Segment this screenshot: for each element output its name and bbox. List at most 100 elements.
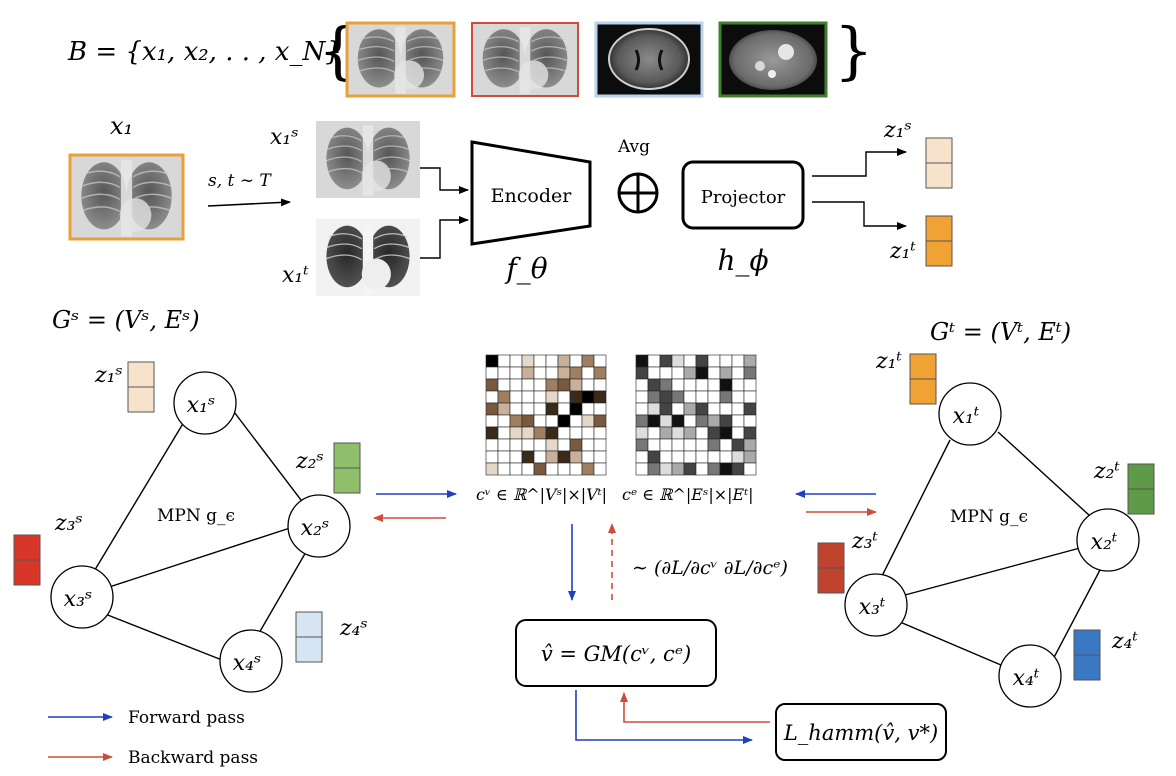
- matrix-cell: [743, 450, 757, 464]
- matrix-cell: [533, 390, 547, 404]
- matrix-cell: [569, 438, 583, 452]
- matrix-cell: [593, 426, 607, 440]
- input-xray-x1: [68, 153, 185, 241]
- matrix-cell: [683, 390, 697, 404]
- gm-to-loss-forward-arrow: [575, 690, 753, 744]
- matrix-cell: [695, 450, 709, 464]
- matrix-cell: [683, 414, 697, 428]
- matrix-cell: [671, 366, 685, 380]
- matrix-cell: [533, 354, 547, 368]
- matrix-cell: [545, 402, 559, 416]
- projector-block: [681, 160, 805, 230]
- matrix-cell: [695, 426, 709, 440]
- matrix-cell: [557, 366, 571, 380]
- view-t-image: [315, 218, 421, 297]
- thumb-border: [471, 22, 579, 97]
- matrix-cell: [683, 438, 697, 452]
- matrix-cell: [581, 390, 595, 404]
- matrix-cell: [497, 366, 511, 380]
- matrix-cell: [557, 450, 571, 464]
- graph-s-embed-4: [295, 611, 323, 663]
- matrix-cell: [683, 354, 697, 368]
- matrix-cell: [719, 414, 733, 428]
- matrix-cell: [545, 354, 559, 368]
- projector-to-zt-arrow: [812, 201, 907, 230]
- zt-label: z₁ᵗ: [889, 239, 916, 264]
- matrix-cell: [635, 426, 649, 440]
- matrix-cell: [545, 390, 559, 404]
- svg-text:x₃ᵗ: x₃ᵗ: [859, 595, 886, 620]
- matrix-cell: [671, 378, 685, 392]
- graph-s-embed-label-4: z₄ˢ: [339, 616, 368, 641]
- matrix-cell: [671, 354, 685, 368]
- matrix-cell: [533, 462, 547, 476]
- loss-to-gm-backward-arrow: [620, 692, 770, 723]
- matrix-cell: [683, 426, 697, 440]
- graph-matching-label: v̂ = GM(cᵛ, cᵉ): [541, 642, 691, 666]
- matrix-cell: [647, 402, 661, 416]
- matrix-cell: [707, 354, 721, 368]
- graph-t-embed-label-1: z₁ᵗ: [875, 349, 902, 374]
- matrix-cell: [743, 426, 757, 440]
- matrix-cell: [533, 450, 547, 464]
- legend-backward-label: Backward pass: [128, 748, 258, 768]
- graph-s-embed-label-3: z₃ˢ: [54, 511, 83, 536]
- matrix-cell: [719, 354, 733, 368]
- matrix-cell: [695, 414, 709, 428]
- thumb-border: [594, 21, 704, 98]
- legend-forward-label: Forward pass: [128, 708, 245, 728]
- matrix-cell: [581, 426, 595, 440]
- matrix-cell: [719, 402, 733, 416]
- avg-label: Avg: [617, 137, 650, 157]
- encoder-block: [470, 140, 592, 246]
- loss-block: [775, 703, 947, 761]
- matrix-cell: [545, 414, 559, 428]
- matrix-cell: [659, 390, 673, 404]
- matrix-cell: [731, 462, 745, 476]
- matrix-cell: [557, 426, 571, 440]
- graph-s-embed-label-1: z₁ˢ: [94, 363, 123, 388]
- matrix-cell: [485, 414, 499, 428]
- matrix-cell: [719, 462, 733, 476]
- matrix-cell: [557, 390, 571, 404]
- graph-s-node-4: x₄ˢ: [219, 629, 283, 693]
- batch-thumb-xray-1: [345, 21, 456, 98]
- matrix-cell: [743, 354, 757, 368]
- matrix-cell: [719, 450, 733, 464]
- matrix-cell: [695, 378, 709, 392]
- graph-t-node-2: x₂ᵗ: [1076, 508, 1140, 572]
- thumb-border: [718, 21, 828, 98]
- matrix-cell: [569, 378, 583, 392]
- matrix-cell: [497, 402, 511, 416]
- node-cost-matrix: [485, 354, 607, 476]
- matrix-cell: [671, 462, 685, 476]
- matrix-cell: [533, 438, 547, 452]
- matrix-cell: [659, 462, 673, 476]
- matrix-cell: [719, 378, 733, 392]
- matrix-cell: [635, 354, 649, 368]
- matrix-cell: [743, 462, 757, 476]
- matrix-cell: [569, 366, 583, 380]
- matrix-cell: [509, 414, 523, 428]
- batch-brace-right: }: [834, 14, 873, 87]
- matrix-cell: [533, 402, 547, 416]
- matrix-cell: [647, 438, 661, 452]
- matrix-cell: [683, 366, 697, 380]
- augmentation-arrow: [207, 198, 291, 207]
- matrix-cell: [593, 402, 607, 416]
- graph-t-node-3: x₃ᵗ: [844, 573, 908, 637]
- matrix-cell: [521, 366, 535, 380]
- matrix-cell: [635, 366, 649, 380]
- svg-text:x₃ˢ: x₃ˢ: [64, 587, 93, 612]
- graph-t-title: Gᵗ = (Vᵗ, Eᵗ): [930, 318, 1071, 346]
- matrix-cell: [593, 438, 607, 452]
- matrix-cell: [581, 462, 595, 476]
- matrix-cell: [707, 426, 721, 440]
- matrix-cell: [671, 414, 685, 428]
- matrix-cell: [497, 354, 511, 368]
- matrix-cell: [659, 402, 673, 416]
- projector-to-zs-arrow: [812, 148, 907, 177]
- matrix-cell: [695, 366, 709, 380]
- matrix-cell: [497, 378, 511, 392]
- matrix-cell: [593, 378, 607, 392]
